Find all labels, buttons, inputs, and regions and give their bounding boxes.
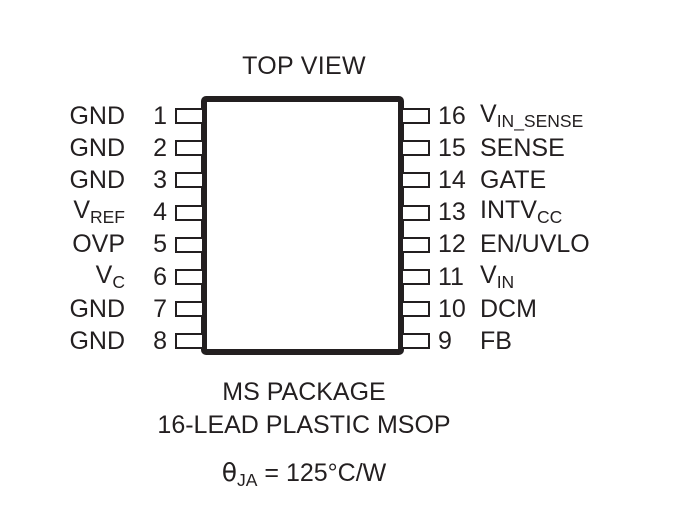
pin-row-14: 14 GATE: [401, 165, 675, 194]
pin-label-1: GND: [69, 101, 125, 130]
pin-number-16: 16: [438, 101, 466, 130]
pin-label-13: INTVCC: [480, 196, 563, 228]
pin-label-15: SENSE: [480, 133, 565, 162]
pin-row-5: OVP 5: [0, 230, 204, 259]
pin-lead-6: [175, 269, 204, 285]
pin-label-7: GND: [69, 294, 125, 323]
pin-label-subscript-6: C: [112, 271, 125, 292]
pin-number-6: 6: [153, 262, 167, 291]
theta-subscript: JA: [237, 469, 258, 490]
pin-lead-3: [175, 172, 204, 189]
pin-row-4: VREF 4: [0, 198, 204, 227]
pin-label-6: VC: [95, 260, 125, 292]
pin-label-16: VIN_SENSE: [480, 99, 584, 131]
pin-number-7: 7: [153, 294, 167, 323]
pin-lead-15: [401, 140, 430, 157]
pin-lead-13: [401, 204, 430, 221]
pin-row-10: 10 DCM: [401, 294, 675, 323]
pin-row-12: 12 EN/UVLO: [401, 230, 675, 259]
top-view-title: TOP VIEW: [242, 52, 366, 80]
pin-lead-7: [175, 301, 204, 318]
pin-row-8: GND 8: [0, 326, 204, 355]
pin-lead-8: [175, 333, 204, 350]
pin-number-11: 11: [438, 262, 464, 291]
pin-label-subscript-16: IN_SENSE: [496, 110, 584, 131]
pin-label-4: VREF: [73, 196, 125, 228]
pin-lead-16: [401, 108, 430, 124]
pin-number-9: 9: [438, 326, 452, 355]
pin-number-4: 4: [153, 198, 167, 227]
pin-number-14: 14: [438, 165, 466, 194]
pin-label-12: EN/UVLO: [480, 230, 590, 259]
pin-label-8: GND: [69, 326, 125, 355]
pin-number-13: 13: [438, 198, 466, 227]
pin-row-15: 15 SENSE: [401, 133, 675, 162]
pin-number-12: 12: [438, 230, 466, 259]
pin-row-13: 13 INTVCC: [401, 198, 675, 227]
pin-row-11: 11 VIN: [401, 260, 675, 292]
pin-label-10: DCM: [480, 294, 537, 323]
pin-label-subscript-13: CC: [536, 207, 563, 228]
pin-row-3: GND 3: [0, 165, 204, 194]
theta-symbol: θ: [221, 458, 238, 487]
pin-number-5: 5: [153, 230, 167, 259]
package-body-outline: [201, 96, 404, 355]
pin-lead-5: [175, 236, 204, 253]
pin-lead-14: [401, 172, 430, 189]
pin-row-7: GND 7: [0, 294, 204, 323]
pin-row-1: GND 1: [0, 101, 204, 130]
caption-package-description: 16-LEAD PLASTIC MSOP: [157, 411, 451, 439]
pin-lead-4: [175, 204, 204, 221]
pin-number-3: 3: [153, 165, 167, 194]
pin-label-9: FB: [480, 326, 512, 355]
pin-label-3: GND: [69, 165, 125, 194]
caption-package-name: MS PACKAGE: [222, 378, 386, 406]
pin-row-16: 16 VIN_SENSE: [401, 99, 675, 131]
pin-number-15: 15: [438, 133, 466, 162]
pin-lead-11: [401, 269, 430, 285]
pin-label-2: GND: [69, 133, 125, 162]
pin-label-subscript-11: IN: [496, 271, 515, 292]
pin-label-subscript-4: REF: [90, 207, 125, 228]
pin-number-2: 2: [153, 133, 167, 162]
pin-lead-2: [175, 140, 204, 157]
pin-number-1: 1: [153, 101, 167, 130]
pin-lead-12: [401, 236, 430, 253]
pin-lead-10: [401, 301, 430, 318]
pin-lead-9: [401, 333, 430, 350]
pin-number-10: 10: [438, 294, 466, 323]
pin-number-8: 8: [153, 326, 167, 355]
pin-row-6: VC 6: [0, 260, 204, 292]
caption-thermal-resistance: θJA = 125°C/W: [0, 458, 608, 491]
pin-lead-1: [175, 108, 204, 124]
pin-label-11: VIN: [480, 260, 515, 292]
theta-value: = 125°C/W: [257, 459, 387, 487]
pin-label-5: OVP: [72, 230, 125, 259]
pin-row-9: 9 FB: [401, 326, 675, 355]
pin-label-14: GATE: [480, 165, 547, 194]
pin-row-2: GND 2: [0, 133, 204, 162]
